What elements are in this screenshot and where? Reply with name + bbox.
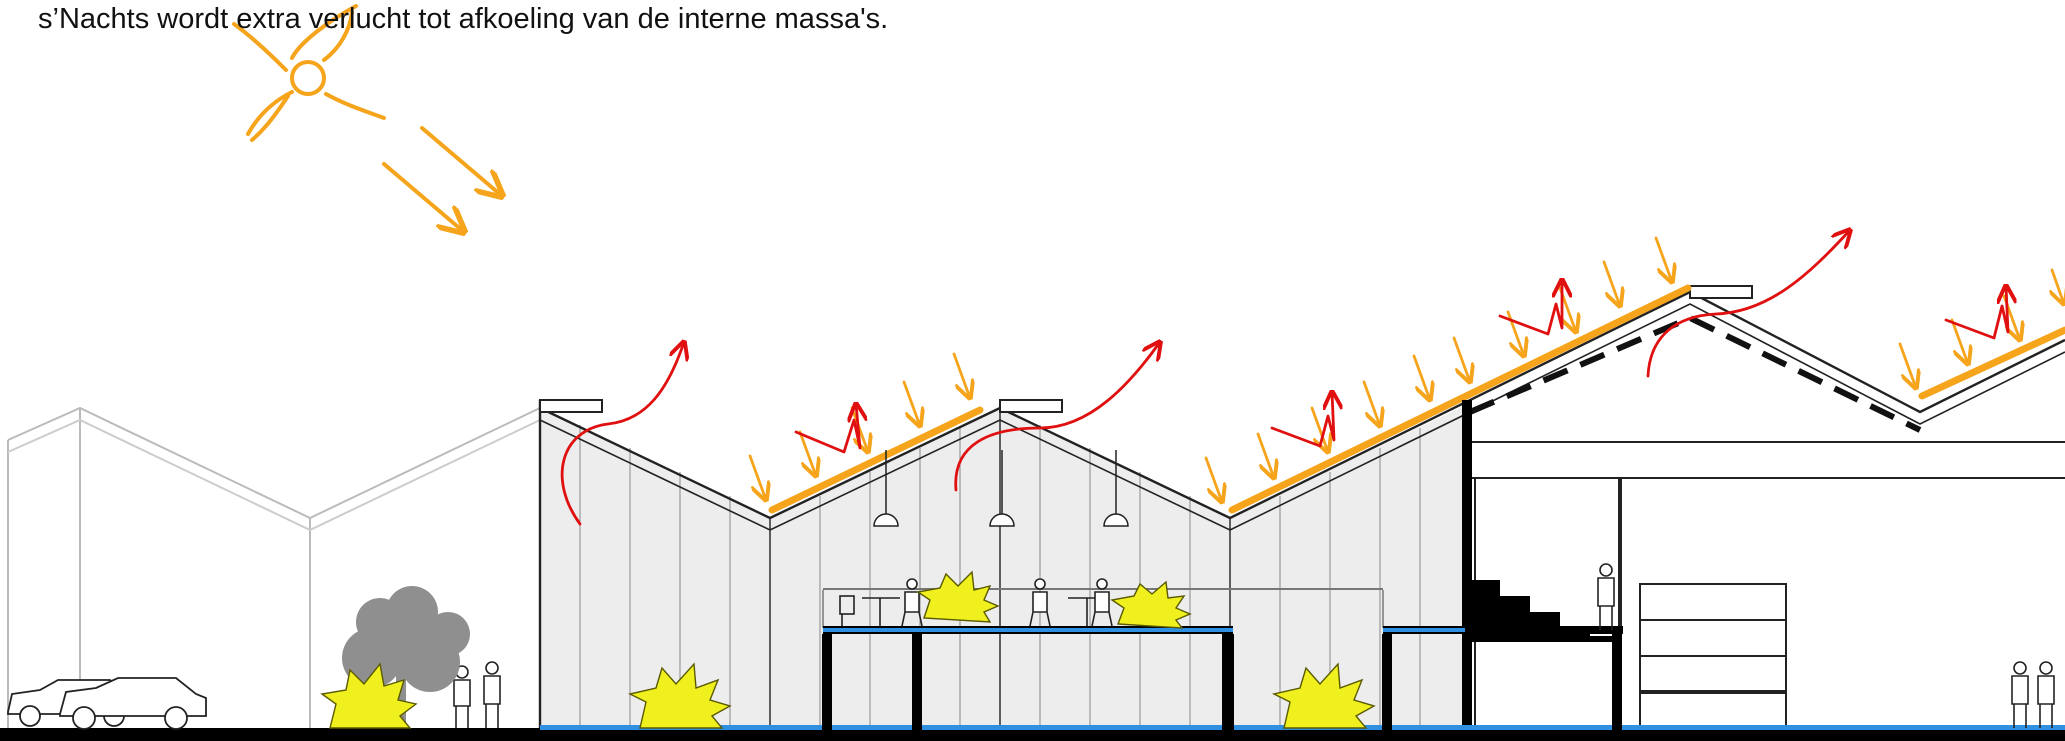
ground-line: [0, 728, 2065, 741]
arrow-icon: [1204, 456, 1222, 502]
lamp-icon: [989, 513, 1015, 527]
mezzanine: [822, 588, 1623, 730]
pendant-lamps: [873, 450, 1129, 527]
arrow-icon: [1412, 354, 1430, 400]
arrow-icon: [748, 454, 766, 500]
ghost-greenhouse: [7, 406, 541, 730]
arrow-icon: [1654, 236, 1672, 282]
roof-trusses: [538, 290, 2065, 728]
shrub-icon: [1110, 580, 1192, 629]
lamp-icon: [873, 513, 899, 527]
car-icon: [59, 677, 207, 730]
sun-icon: [232, 4, 386, 142]
zigzag-arrow-icon: [1498, 280, 1562, 336]
shrub-icon: [916, 570, 1000, 623]
person-icon: [2011, 661, 2029, 728]
roof-sun-arrows: [748, 236, 2065, 502]
shrubs: [320, 570, 1376, 729]
arrow-icon: [1950, 318, 1968, 364]
people: [453, 563, 2055, 728]
right-building: [1470, 441, 2065, 729]
structural-wall: [1462, 400, 1472, 730]
shrub-icon: [1271, 662, 1376, 729]
zigzag-arrow-icon: [1270, 392, 1334, 448]
curved-arrow-icon: [1646, 230, 1850, 378]
arrow-icon: [1898, 342, 1916, 388]
person-icon: [483, 661, 501, 728]
arrow-icon: [382, 162, 464, 232]
arrow-icon: [798, 430, 816, 476]
solar-roof-panels: [768, 284, 2065, 514]
person-icon: [1029, 578, 1051, 627]
person-icon: [1597, 563, 1615, 630]
arrow-icon: [1256, 432, 1274, 478]
arrow-icon: [420, 126, 502, 196]
arrow-icon: [2052, 268, 2065, 304]
cars: [7, 677, 207, 730]
shrub-icon: [320, 662, 418, 729]
person-icon: [453, 665, 471, 728]
greenhouse-body: [540, 408, 1470, 728]
person-icon: [1091, 578, 1113, 627]
arrow-icon: [1362, 380, 1380, 426]
dashed-roof: [1468, 314, 1922, 433]
arrow-icon: [902, 380, 920, 426]
lamp-icon: [1103, 513, 1129, 527]
zigzag-arrow-icon: [1944, 286, 2008, 340]
arrow-icon: [1602, 260, 1620, 306]
zigzag-arrow-icon: [794, 404, 860, 454]
reflection-arrows: [794, 280, 2008, 454]
person-icon: [2037, 661, 2055, 728]
caption-text: s’Nachts wordt extra verlucht tot afkoel…: [38, 3, 889, 35]
arrow-icon: [1452, 336, 1470, 382]
ridge-vents: [539, 285, 1753, 413]
ventilation-flows: [560, 230, 1850, 526]
tree-icon: [342, 586, 470, 728]
arrow-icon: [1310, 406, 1328, 452]
sun-rays: [382, 126, 502, 232]
arrow-icon: [952, 352, 970, 398]
person-icon: [901, 578, 923, 627]
shrub-icon: [627, 662, 732, 729]
curved-arrow-icon: [954, 342, 1160, 492]
curved-arrow-icon: [560, 342, 684, 526]
